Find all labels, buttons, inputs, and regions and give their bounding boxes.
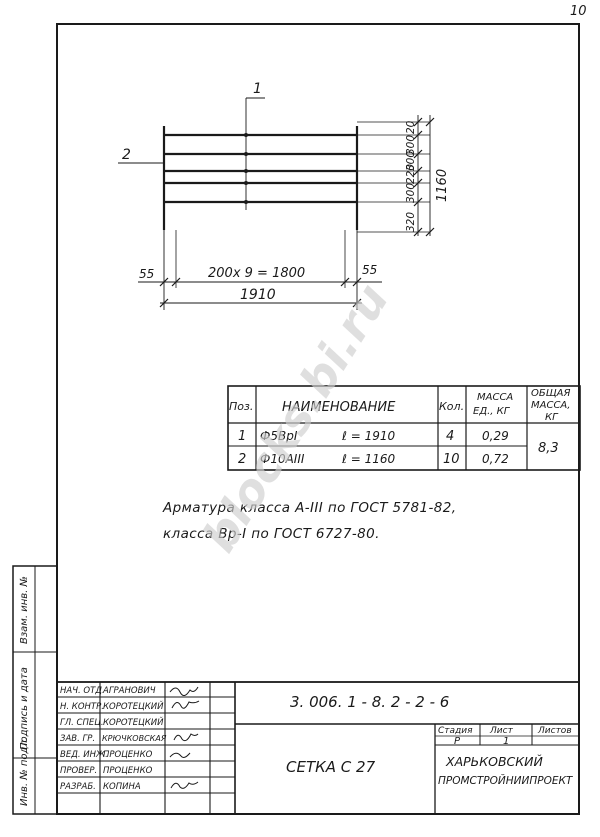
th-mass-total-3: КГ [545, 412, 559, 423]
dim-left-offset: 55 [139, 267, 154, 281]
dim-span: 200x 9 = 1800 [208, 266, 305, 281]
row2-bar: Ф10АIII [260, 452, 305, 466]
row1-pos: 1 [238, 429, 246, 444]
row1-bar: Ф5ВрI [260, 429, 298, 443]
mesh-drawing: 20 300 300 220 300 320 1160 55 55 200x 9… [118, 81, 450, 310]
signatures [169, 686, 200, 789]
name-5: ПРОЦЕНКО [103, 750, 153, 760]
document-code: 3. 006. 1 - 8. 2 - 2 - 6 [290, 693, 449, 711]
th-mass-total-1: ОБЩАЯ [531, 388, 571, 399]
note-line-2: класса Вр-I по ГОСТ 6727-80. [163, 526, 380, 542]
role-2: Н. КОНТР. [60, 702, 104, 712]
sheets-label: Листов [537, 726, 572, 736]
page-number: 10 [570, 4, 587, 19]
row2-qty: 10 [443, 452, 460, 467]
margin-label-sign: Подпись и дата [19, 667, 30, 750]
position-label-1: 1 [253, 81, 262, 97]
name-2: КОРОТЕЦКИЙ [103, 700, 164, 712]
row2-mass: 0,72 [482, 452, 509, 466]
role-1: НАЧ. ОТД. [60, 686, 105, 696]
sheet-value: 1 [503, 736, 509, 747]
role-3: ГЛ. СПЕЦ. [60, 718, 104, 728]
stage-value: Р [454, 736, 461, 747]
row2-length: ℓ = 1160 [341, 452, 396, 466]
note-line-1: Арматура класса А-III по ГОСТ 5781-82, [163, 500, 457, 516]
dim-right-offset: 55 [362, 263, 377, 277]
th-mass-unit-2: ЕД., КГ [473, 406, 511, 417]
th-mass-unit-1: МАССА [477, 392, 513, 403]
dim-total-width: 1910 [240, 287, 276, 303]
role-6: ПРОВЕР. [60, 766, 97, 776]
dim-right-2: 300 [405, 135, 417, 155]
left-margin-strip: Инв. № подл. Подпись и дата Взам. инв. № [12, 565, 58, 815]
margin-label-inv: Инв. № подл. [19, 737, 30, 806]
dim-right-5: 300 [405, 183, 417, 203]
row1-length: ℓ = 1910 [341, 429, 396, 443]
name-7: КОПИНА [103, 782, 141, 792]
th-mass-total-2: МАССА, [531, 400, 570, 411]
sheet-label: Лист [489, 726, 514, 736]
row2-pos: 2 [238, 452, 246, 467]
role-4: ЗАВ. ГР. [60, 734, 95, 744]
name-6: ПРОЦЕНКО [103, 766, 153, 776]
dim-right-1: 20 [405, 120, 417, 134]
name-4: КРЮЧКОВСКАЯ [102, 734, 167, 743]
org-line-2: ПРОМСТРОЙНИИПРОЕКТ [438, 774, 574, 787]
dim-total-height: 1160 [435, 169, 450, 202]
stage-label: Стадия [438, 726, 473, 736]
document-title: СЕТКА С 27 [286, 758, 376, 776]
position-label-2: 2 [122, 147, 131, 163]
row1-mass: 0,29 [482, 429, 509, 443]
title-block: НАЧ. ОТД. Н. КОНТР. ГЛ. СПЕЦ. ЗАВ. ГР. В… [56, 681, 580, 815]
margin-label-replace: Взам. инв. № [19, 576, 30, 644]
dim-right-3: 300 [405, 151, 417, 171]
th-name: НАИМЕНОВАНИЕ [282, 400, 396, 415]
org-line-1: ХАРЬКОВСКИЙ [445, 754, 543, 769]
spec-table: Поз. НАИМЕНОВАНИЕ Кол. МАССА ЕД., КГ ОБЩ… [227, 385, 581, 471]
dim-right-4: 220 [405, 164, 417, 184]
total-mass: 8,3 [538, 441, 559, 456]
th-pos: Поз. [229, 400, 253, 413]
role-5: ВЕД. ИНЖ. [60, 750, 108, 760]
role-7: РАЗРАБ. [60, 782, 96, 792]
name-3: КОРОТЕЦКИЙ [103, 716, 164, 728]
th-qty: Кол. [439, 400, 464, 413]
row1-qty: 4 [446, 429, 454, 444]
name-1: АГРАНОВИЧ [102, 686, 156, 696]
dim-right-6: 320 [405, 212, 417, 232]
